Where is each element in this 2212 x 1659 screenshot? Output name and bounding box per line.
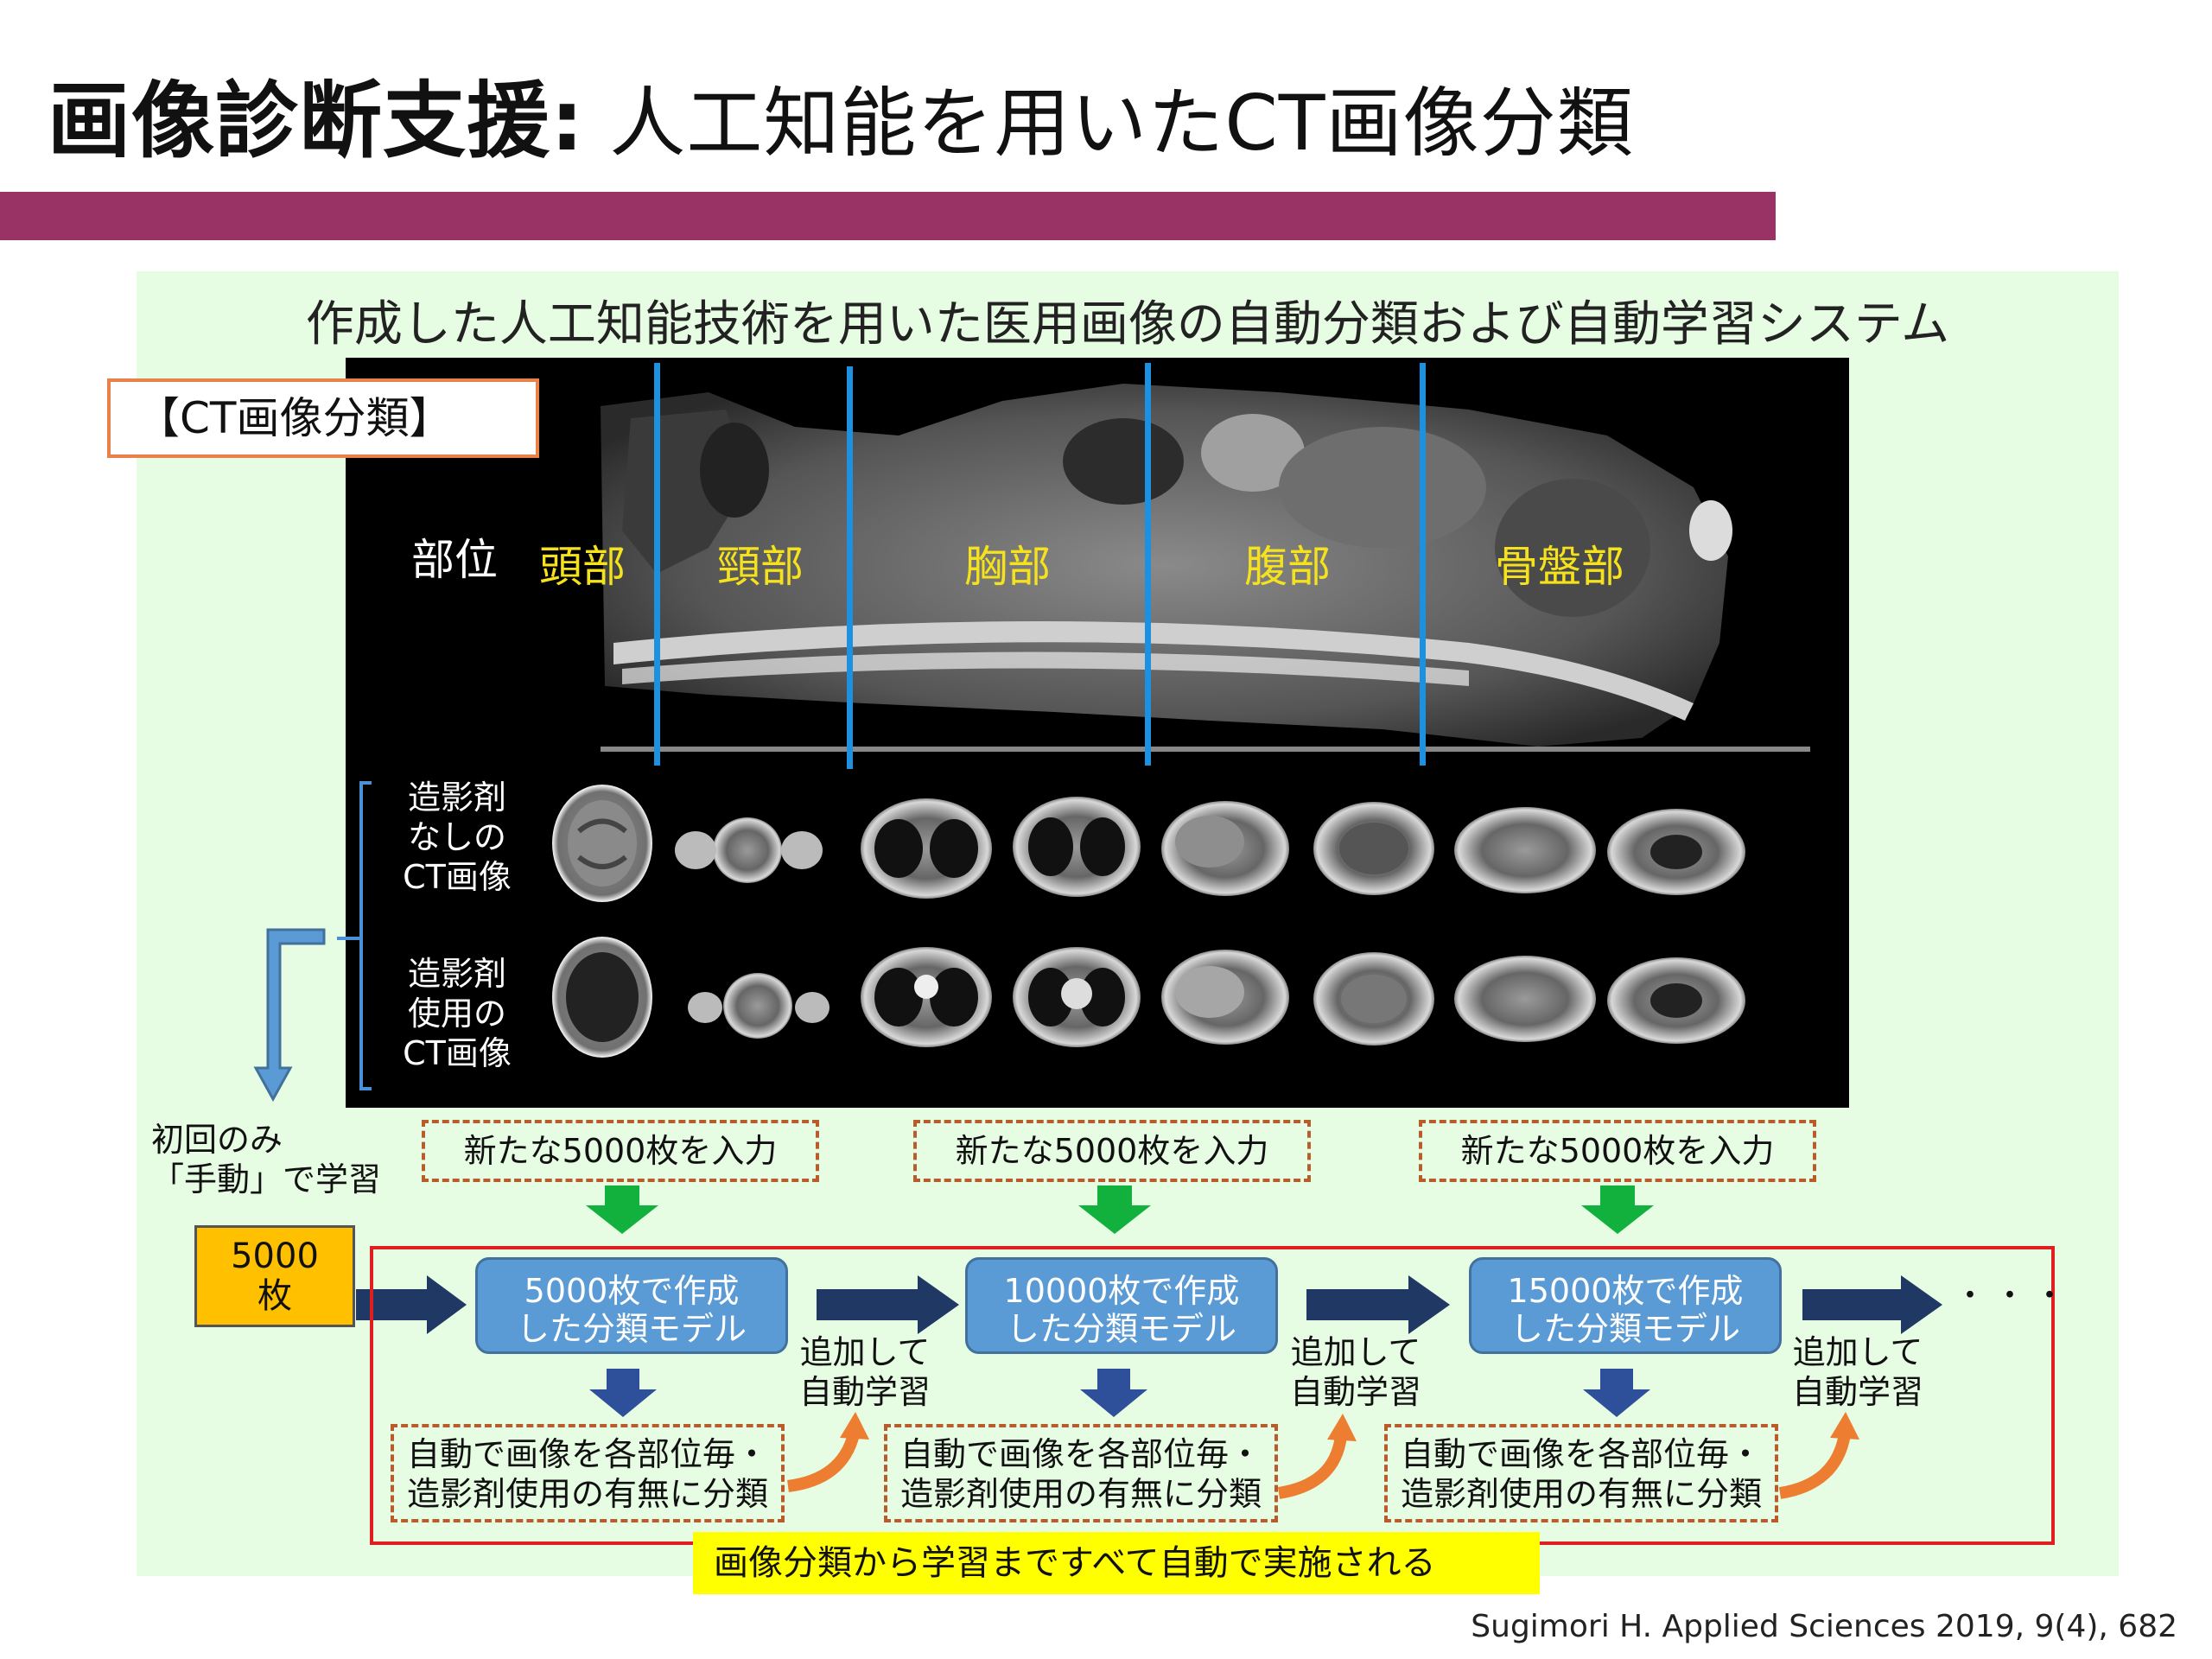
initial-training-arrow xyxy=(253,781,372,1103)
region-dividers xyxy=(654,363,1426,769)
down-navy-arrows xyxy=(589,1369,1650,1417)
down-arrow xyxy=(253,928,326,1103)
ct-scan-artwork xyxy=(552,363,1810,1058)
input-box-1: 新たな5000枚を入力 xyxy=(422,1120,819,1182)
green-arrows xyxy=(586,1185,1654,1234)
region-pelvis: 骨盤部 xyxy=(1495,542,1624,592)
title-main: 画像診断支援: xyxy=(48,73,585,169)
citation: Sugimori H. Applied Sciences 2019, 9(4),… xyxy=(1471,1609,2177,1644)
region-head: 頭部 xyxy=(539,542,626,592)
region-header: 部位 xyxy=(411,535,498,585)
page-title: 画像診断支援: 人工知能を用いたCT画像分類 xyxy=(48,54,1634,174)
row-bracket xyxy=(359,781,372,1090)
navy-arrows xyxy=(356,1275,1942,1334)
input-box-3: 新たな5000枚を入力 xyxy=(1419,1120,1816,1182)
initial-learning-note: 初回のみ「手動」で学習 xyxy=(151,1121,382,1198)
continuation-ellipsis: ・・・ xyxy=(1955,1278,2075,1313)
auto-learn-label-1: 追加して自動学習 xyxy=(799,1333,931,1411)
ct-classification-tag: 【CT画像分類】 xyxy=(107,378,539,458)
region-abdomen: 腹部 xyxy=(1244,542,1331,592)
model-box-1: 5000枚で作成した分類モデル xyxy=(475,1257,788,1354)
non-contrast-slices xyxy=(552,785,1745,902)
summary-banner: 画像分類から学習まですべて自動で実施される xyxy=(693,1532,1540,1594)
classify-box-3: 自動で画像を各部位毎・造影剤使用の有無に分類 xyxy=(1384,1424,1778,1522)
title-band xyxy=(0,192,1776,240)
auto-learn-label-3: 追加して自動学習 xyxy=(1792,1333,1924,1411)
classify-box-2: 自動で画像を各部位毎・造影剤使用の有無に分類 xyxy=(884,1424,1278,1522)
model-box-3: 15000枚で作成した分類モデル xyxy=(1469,1257,1782,1354)
contrast-slices xyxy=(552,937,1745,1058)
panel-subtitle: 作成した人工知能技術を用いた医用画像の自動分類および自動学習システム xyxy=(305,296,1950,353)
model-box-2: 10000枚で作成した分類モデル xyxy=(965,1257,1278,1354)
orange-arrows xyxy=(786,1433,1851,1499)
input-box-2: 新たな5000枚を入力 xyxy=(913,1120,1311,1182)
auto-learn-label-2: 追加して自動学習 xyxy=(1290,1333,1422,1411)
title-sub: 人工知能を用いたCT画像分類 xyxy=(584,79,1634,168)
region-chest: 胸部 xyxy=(964,542,1051,592)
region-neck: 頸部 xyxy=(717,542,804,592)
classify-box-1: 自動で画像を各部位毎・造影剤使用の有無に分類 xyxy=(391,1424,785,1522)
